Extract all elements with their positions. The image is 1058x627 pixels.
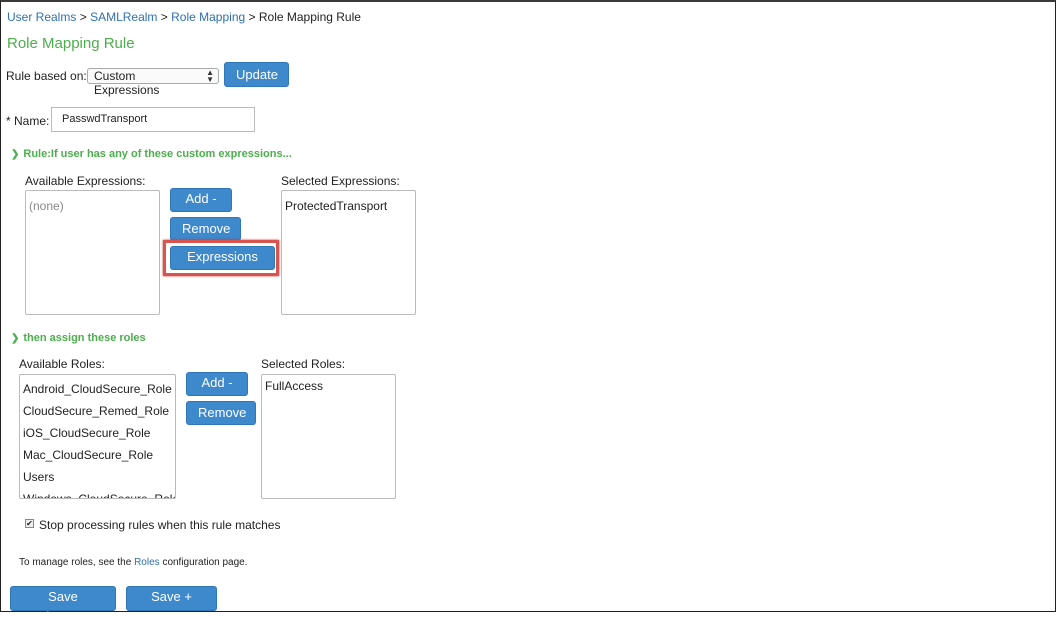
- rule-section-heading: Rule:If user has any of these custom exp…: [23, 148, 292, 160]
- available-roles-label: Available Roles:: [19, 357, 105, 371]
- breadcrumb-separator: >: [160, 10, 168, 24]
- name-input[interactable]: PasswdTransport: [51, 107, 255, 132]
- breadcrumb-separator: >: [79, 10, 87, 24]
- list-item[interactable]: Mac_CloudSecure_Role: [23, 448, 154, 462]
- roles-link[interactable]: Roles: [134, 557, 160, 568]
- save-new-button[interactable]: Save + New: [126, 586, 217, 624]
- available-expressions-label: Available Expressions:: [25, 174, 146, 188]
- rule-based-on-label: Rule based on:: [6, 69, 87, 83]
- add-role-button[interactable]: Add ->: [186, 372, 248, 410]
- rule-based-on-value: Custom Expressions: [94, 69, 160, 97]
- expressions-highlight: [163, 240, 279, 276]
- selected-roles-label: Selected Roles:: [261, 357, 346, 371]
- name-label: * Name:: [6, 114, 50, 128]
- selected-roles-list[interactable]: FullAccess: [261, 374, 396, 499]
- list-item[interactable]: Windows_CloudSecure_Role: [23, 492, 176, 499]
- stop-processing-checkbox[interactable]: ✔: [25, 519, 34, 528]
- list-item[interactable]: iOS_CloudSecure_Role: [23, 426, 151, 440]
- page-title: Role Mapping Rule: [7, 35, 135, 52]
- manage-roles-note: To manage roles, see the Roles configura…: [19, 557, 248, 568]
- page-frame: User Realms > SAMLRealm > Role Mapping >…: [0, 0, 1056, 612]
- rule-based-on-select[interactable]: Custom Expressions ▲▼: [87, 68, 219, 97]
- selected-expressions-list[interactable]: ProtectedTransport: [281, 190, 416, 315]
- breadcrumb: User Realms > SAMLRealm > Role Mapping >…: [7, 10, 361, 24]
- chevron-down-icon: ❯: [11, 149, 20, 160]
- rule-section-header[interactable]: ❯Rule:If user has any of these custom ex…: [11, 148, 292, 160]
- stop-processing-label: Stop processing rules when this rule mat…: [39, 518, 281, 532]
- list-item[interactable]: (none): [29, 199, 64, 213]
- breadcrumb-current: Role Mapping Rule: [258, 10, 361, 24]
- list-item[interactable]: ProtectedTransport: [285, 199, 388, 213]
- expressions-button[interactable]: Expressions ...: [170, 246, 275, 284]
- list-item[interactable]: Android_CloudSecure_Role: [23, 382, 172, 396]
- manage-note-suffix: configuration page.: [162, 557, 248, 568]
- remove-expression-button[interactable]: Remove: [170, 217, 241, 241]
- breadcrumb-samlrealm[interactable]: SAMLRealm: [90, 10, 158, 24]
- save-changes-button[interactable]: Save Changes: [10, 586, 116, 624]
- breadcrumb-separator: >: [248, 10, 256, 24]
- checkmark-icon: ✔: [26, 519, 33, 528]
- select-arrows-icon: ▲▼: [206, 68, 214, 84]
- roles-section-heading: then assign these roles: [23, 332, 146, 344]
- available-expressions-list[interactable]: (none): [25, 190, 160, 315]
- manage-note-prefix: To manage roles, see the: [19, 557, 132, 568]
- remove-role-button[interactable]: Remove: [186, 401, 256, 425]
- list-item[interactable]: Users: [23, 470, 55, 484]
- selected-expressions-label: Selected Expressions:: [281, 174, 400, 188]
- breadcrumb-user-realms[interactable]: User Realms: [7, 10, 77, 24]
- add-expression-button[interactable]: Add ->: [170, 188, 232, 226]
- roles-section-header[interactable]: ❯then assign these roles: [11, 332, 146, 344]
- breadcrumb-role-mapping[interactable]: Role Mapping: [171, 10, 246, 24]
- update-button[interactable]: Update: [224, 62, 289, 87]
- list-item[interactable]: CloudSecure_Remed_Role: [23, 404, 170, 418]
- list-item[interactable]: FullAccess: [265, 379, 324, 393]
- chevron-down-icon: ❯: [11, 333, 20, 344]
